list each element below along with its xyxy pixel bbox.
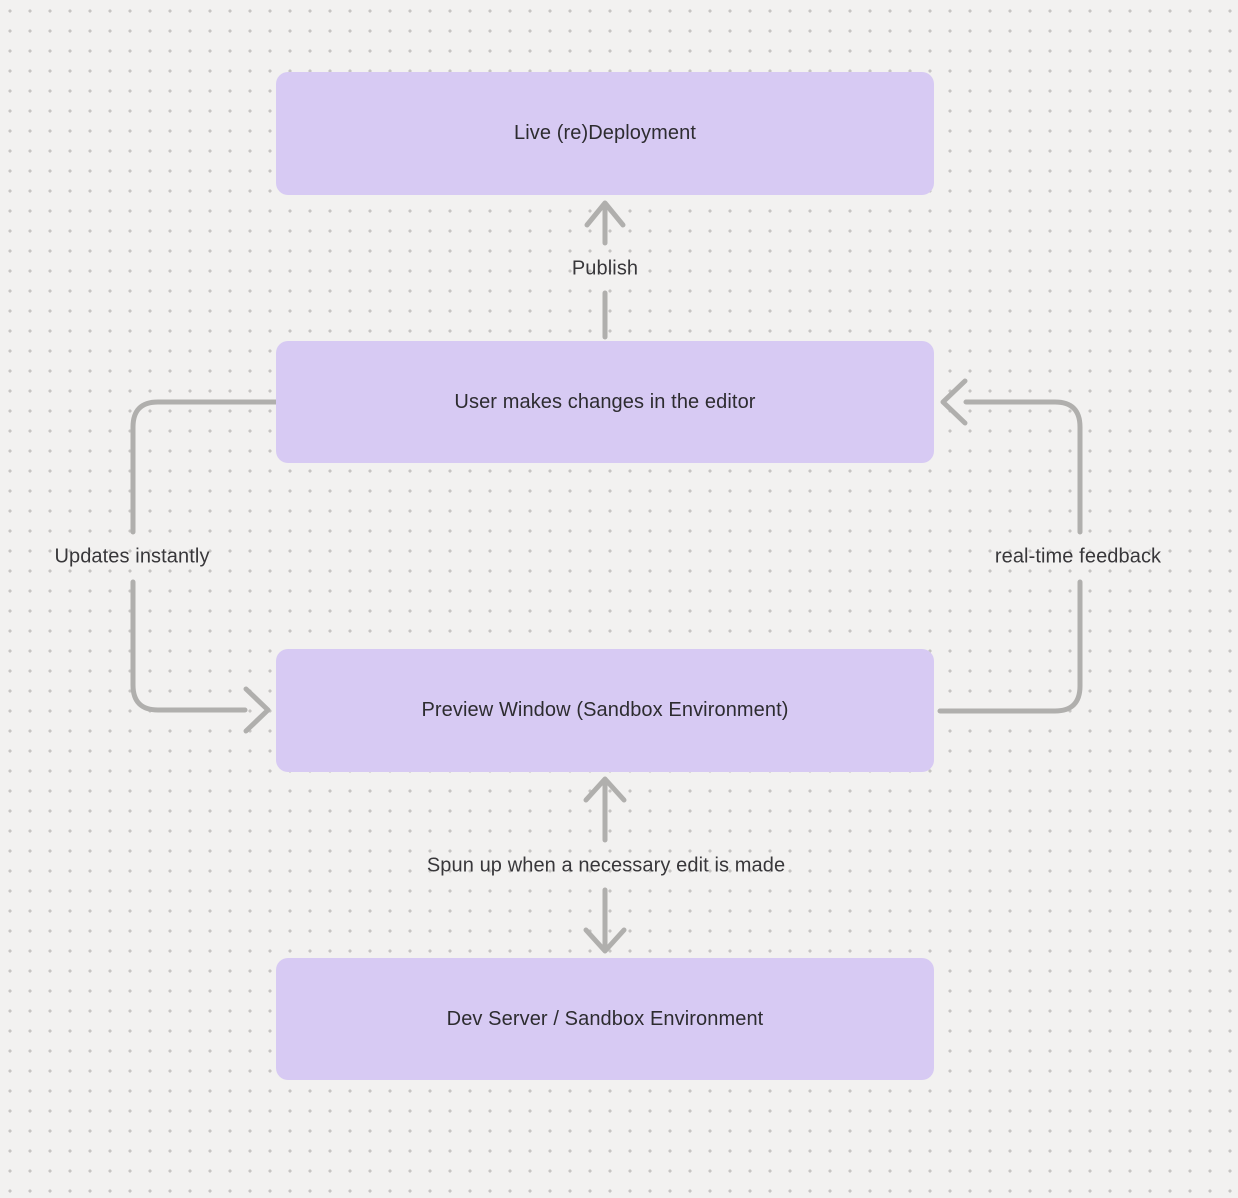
arrowhead-up-icon [583,776,627,803]
realtime-lower-segment [937,579,1083,714]
node-live-redeployment-label: Live (re)Deployment [514,122,696,144]
edge-spun-up-connector [583,776,627,954]
node-preview-window-label: Preview Window (Sandbox Environment) [421,699,789,721]
updates-lower-segment [130,579,248,713]
edge-publish-connector [584,200,626,340]
arrowhead-right-icon [243,686,271,734]
node-dev-server[interactable]: Dev Server / Sandbox Environment [276,958,934,1080]
edge-label-spun-up: Spun up when a necessary edit is made [426,854,786,877]
node-live-redeployment[interactable]: Live (re)Deployment [276,72,934,195]
arrowhead-left-icon [940,378,968,426]
edge-label-publish: Publish [571,257,639,280]
node-dev-server-label: Dev Server / Sandbox Environment [446,1007,764,1030]
updates-upper-segment [130,399,279,535]
edge-label-updates-instantly: Updates instantly [54,545,210,568]
node-preview-window[interactable]: Preview Window (Sandbox Environment) [276,649,934,772]
edge-updates-instantly-connector [130,399,279,734]
edge-label-realtime-feedback: real-time feedback [994,545,1162,568]
arrowhead-up-icon [584,200,626,228]
node-user-edits[interactable]: User makes changes in the editor [276,341,934,463]
realtime-upper-segment [963,399,1083,535]
edge-realtime-feedback-connector [937,378,1083,714]
arrowhead-down-icon [583,927,627,954]
node-user-edits-label: User makes changes in the editor [454,390,756,413]
